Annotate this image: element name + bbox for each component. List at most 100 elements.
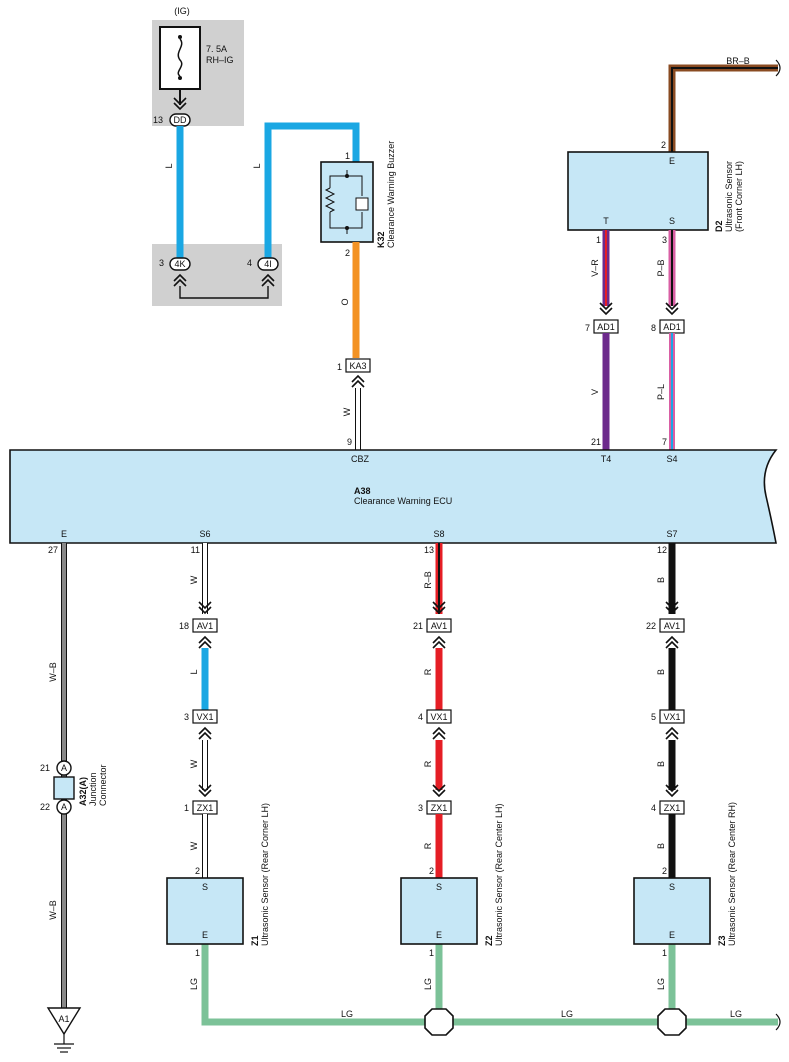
- front-conn-s-pin: 8: [651, 323, 656, 333]
- ground-bus-seg1-label: LG: [341, 1009, 353, 1019]
- buzzer-connector-label: KA3: [349, 361, 366, 371]
- wire-z2-mid-label: R: [423, 668, 433, 675]
- ecu-terminal-s6: S6: [199, 529, 210, 539]
- z3-vx-connector: [659, 709, 685, 724]
- jc-name-line1: Junction: [88, 772, 98, 806]
- z2-pin-e: 1: [429, 948, 434, 958]
- jc-terminal-top-letter: A: [61, 763, 67, 773]
- ground-bus-splice-z3: [657, 1008, 687, 1036]
- z3-code: Z3: [717, 935, 727, 946]
- wire-br-b: [668, 64, 778, 152]
- z3-av-connector: [659, 618, 685, 633]
- z2-vx-connector-label: VX1: [430, 712, 447, 722]
- front-sensor-terminal-s: S: [669, 216, 675, 226]
- z3-name: Ultrasonic Sensor (Rear Center RH): [727, 802, 737, 946]
- wire-z2-ecu-label: R–B: [423, 571, 433, 589]
- br-b-break-icon: [775, 59, 781, 77]
- wire-z1-vx-label: W: [189, 759, 199, 768]
- z1-zx-connector-label: ZX1: [197, 803, 214, 813]
- z1-pin-e: 1: [195, 948, 200, 958]
- z2-zx-connector-label: ZX1: [431, 803, 448, 813]
- z1-name: Ultrasonic Sensor (Rear Corner LH): [260, 803, 270, 946]
- power-pin-label: 13: [153, 115, 163, 125]
- ecu-pin-cbz: 9: [347, 437, 352, 447]
- jc-terminal-top: [56, 760, 72, 776]
- wire-p-l-label: P–L: [656, 384, 666, 400]
- front-sensor-box: [567, 151, 709, 231]
- power-connector-label: DD: [174, 115, 187, 125]
- wire-z1-mid-label: L: [189, 669, 199, 674]
- jc-name-line2: Connector: [98, 764, 108, 806]
- ecu-name: Clearance Warning ECU: [354, 496, 452, 506]
- ecu-terminal-s7: S7: [666, 529, 677, 539]
- z2-terminal-s: S: [436, 882, 442, 892]
- ground-bus-seg2-label: LG: [561, 1009, 573, 1019]
- ecu-code: A38: [354, 486, 371, 496]
- z3-av-pin: 22: [646, 621, 656, 631]
- z2-av-pin: 21: [413, 621, 423, 631]
- jc-code: A32(A): [78, 777, 88, 806]
- rear-branch-z2: R–B 21 AV1 R 4 VX1 R 3 ZX1 R 2 S E Z2 Ul…: [400, 543, 504, 990]
- z2-sensor-pin: 2: [429, 866, 434, 876]
- wire-br-b-label: BR–B: [726, 56, 750, 66]
- junction-block-shade: [152, 244, 282, 306]
- front-sensor-pin-t: 1: [596, 235, 601, 245]
- jc-terminal-bottom: [56, 799, 72, 815]
- wire-z2-gnd-label: LG: [423, 978, 433, 990]
- wire-z3-gnd-label: LG: [656, 978, 666, 990]
- z2-name: Ultrasonic Sensor (Rear Center LH): [494, 803, 504, 946]
- junction-left-connector-label: 4K: [174, 259, 185, 269]
- z1-av-connector: [192, 618, 218, 633]
- ecu-pin-t4: 21: [591, 437, 601, 447]
- ecu-pin-s8: 13: [424, 545, 434, 555]
- ecu-pin-s4: 7: [662, 437, 667, 447]
- z1-vx-connector: [192, 709, 218, 724]
- z2-terminal-e: E: [436, 930, 442, 940]
- front-sensor-terminal-t: T: [603, 216, 609, 226]
- wire-l-left-label: L: [164, 163, 174, 168]
- rear-branch-z3: B 22 AV1 B 5 VX1 B 4 ZX1 B 2 S E Z3 Ultr…: [633, 543, 737, 990]
- wire-o-label: O: [340, 298, 350, 305]
- ecu-pin-s6: 11: [191, 545, 200, 555]
- z1-av-connector-label: AV1: [197, 621, 213, 631]
- buzzer-code: K32: [376, 231, 386, 248]
- z3-sensor-pin: 2: [662, 866, 667, 876]
- jc-terminal-bottom-letter: A: [61, 802, 67, 812]
- z3-sensor-box: [633, 877, 711, 945]
- wire-w-b-label-top: W–B: [48, 662, 58, 682]
- z3-zx-connector-label: ZX1: [664, 803, 681, 813]
- z3-zx-pin: 4: [651, 803, 656, 813]
- buzzer-chevron-icon: [351, 375, 365, 388]
- ecu-pin-s7: 12: [657, 545, 667, 555]
- z2-vx-pin: 4: [418, 712, 423, 722]
- ground-bus: [201, 944, 778, 1026]
- z2-av-chevron-up-icon: [432, 636, 446, 649]
- wire-l-right-label: L: [252, 163, 262, 168]
- z2-av-connector-label: AV1: [431, 621, 447, 631]
- jc-pin-bottom: 22: [40, 802, 50, 812]
- fuse-name: RH–IG: [206, 55, 234, 65]
- z1-sensor-pin: 2: [195, 866, 200, 876]
- junction-left-connector: [169, 257, 191, 271]
- z1-sensor-box: [166, 877, 244, 945]
- wire-z1-ecu-label: W: [189, 575, 199, 584]
- front-sensor-location: (Front Corner LH): [734, 161, 744, 232]
- wire-w-b-label-bottom: W–B: [48, 900, 58, 920]
- fuse-rating: 7. 5A: [206, 44, 227, 54]
- ground-bus-splice-z2: [424, 1008, 454, 1036]
- junction-short-bar: [179, 286, 269, 299]
- z1-terminal-s: S: [202, 882, 208, 892]
- z3-av-connector-label: AV1: [664, 621, 680, 631]
- ecu-terminal-cbz: CBZ: [351, 454, 370, 464]
- front-sensor-code: D2: [714, 220, 724, 232]
- front-conn-s-label: AD1: [663, 322, 681, 332]
- junction-right-pin: 4: [247, 258, 252, 268]
- rear-branch-z1: W 18 AV1 L 3 VX1 W 1 ZX1 W 2 S E Z1 Ultr…: [166, 543, 270, 990]
- z3-vx-connector-label: VX1: [663, 712, 680, 722]
- z3-terminal-s: S: [669, 882, 675, 892]
- power-source-label: (IG): [174, 6, 190, 16]
- wire-l-right: [264, 122, 360, 258]
- wire-z2-vx-label: R: [423, 760, 433, 767]
- wire-w-buzzer-label: W: [342, 407, 352, 416]
